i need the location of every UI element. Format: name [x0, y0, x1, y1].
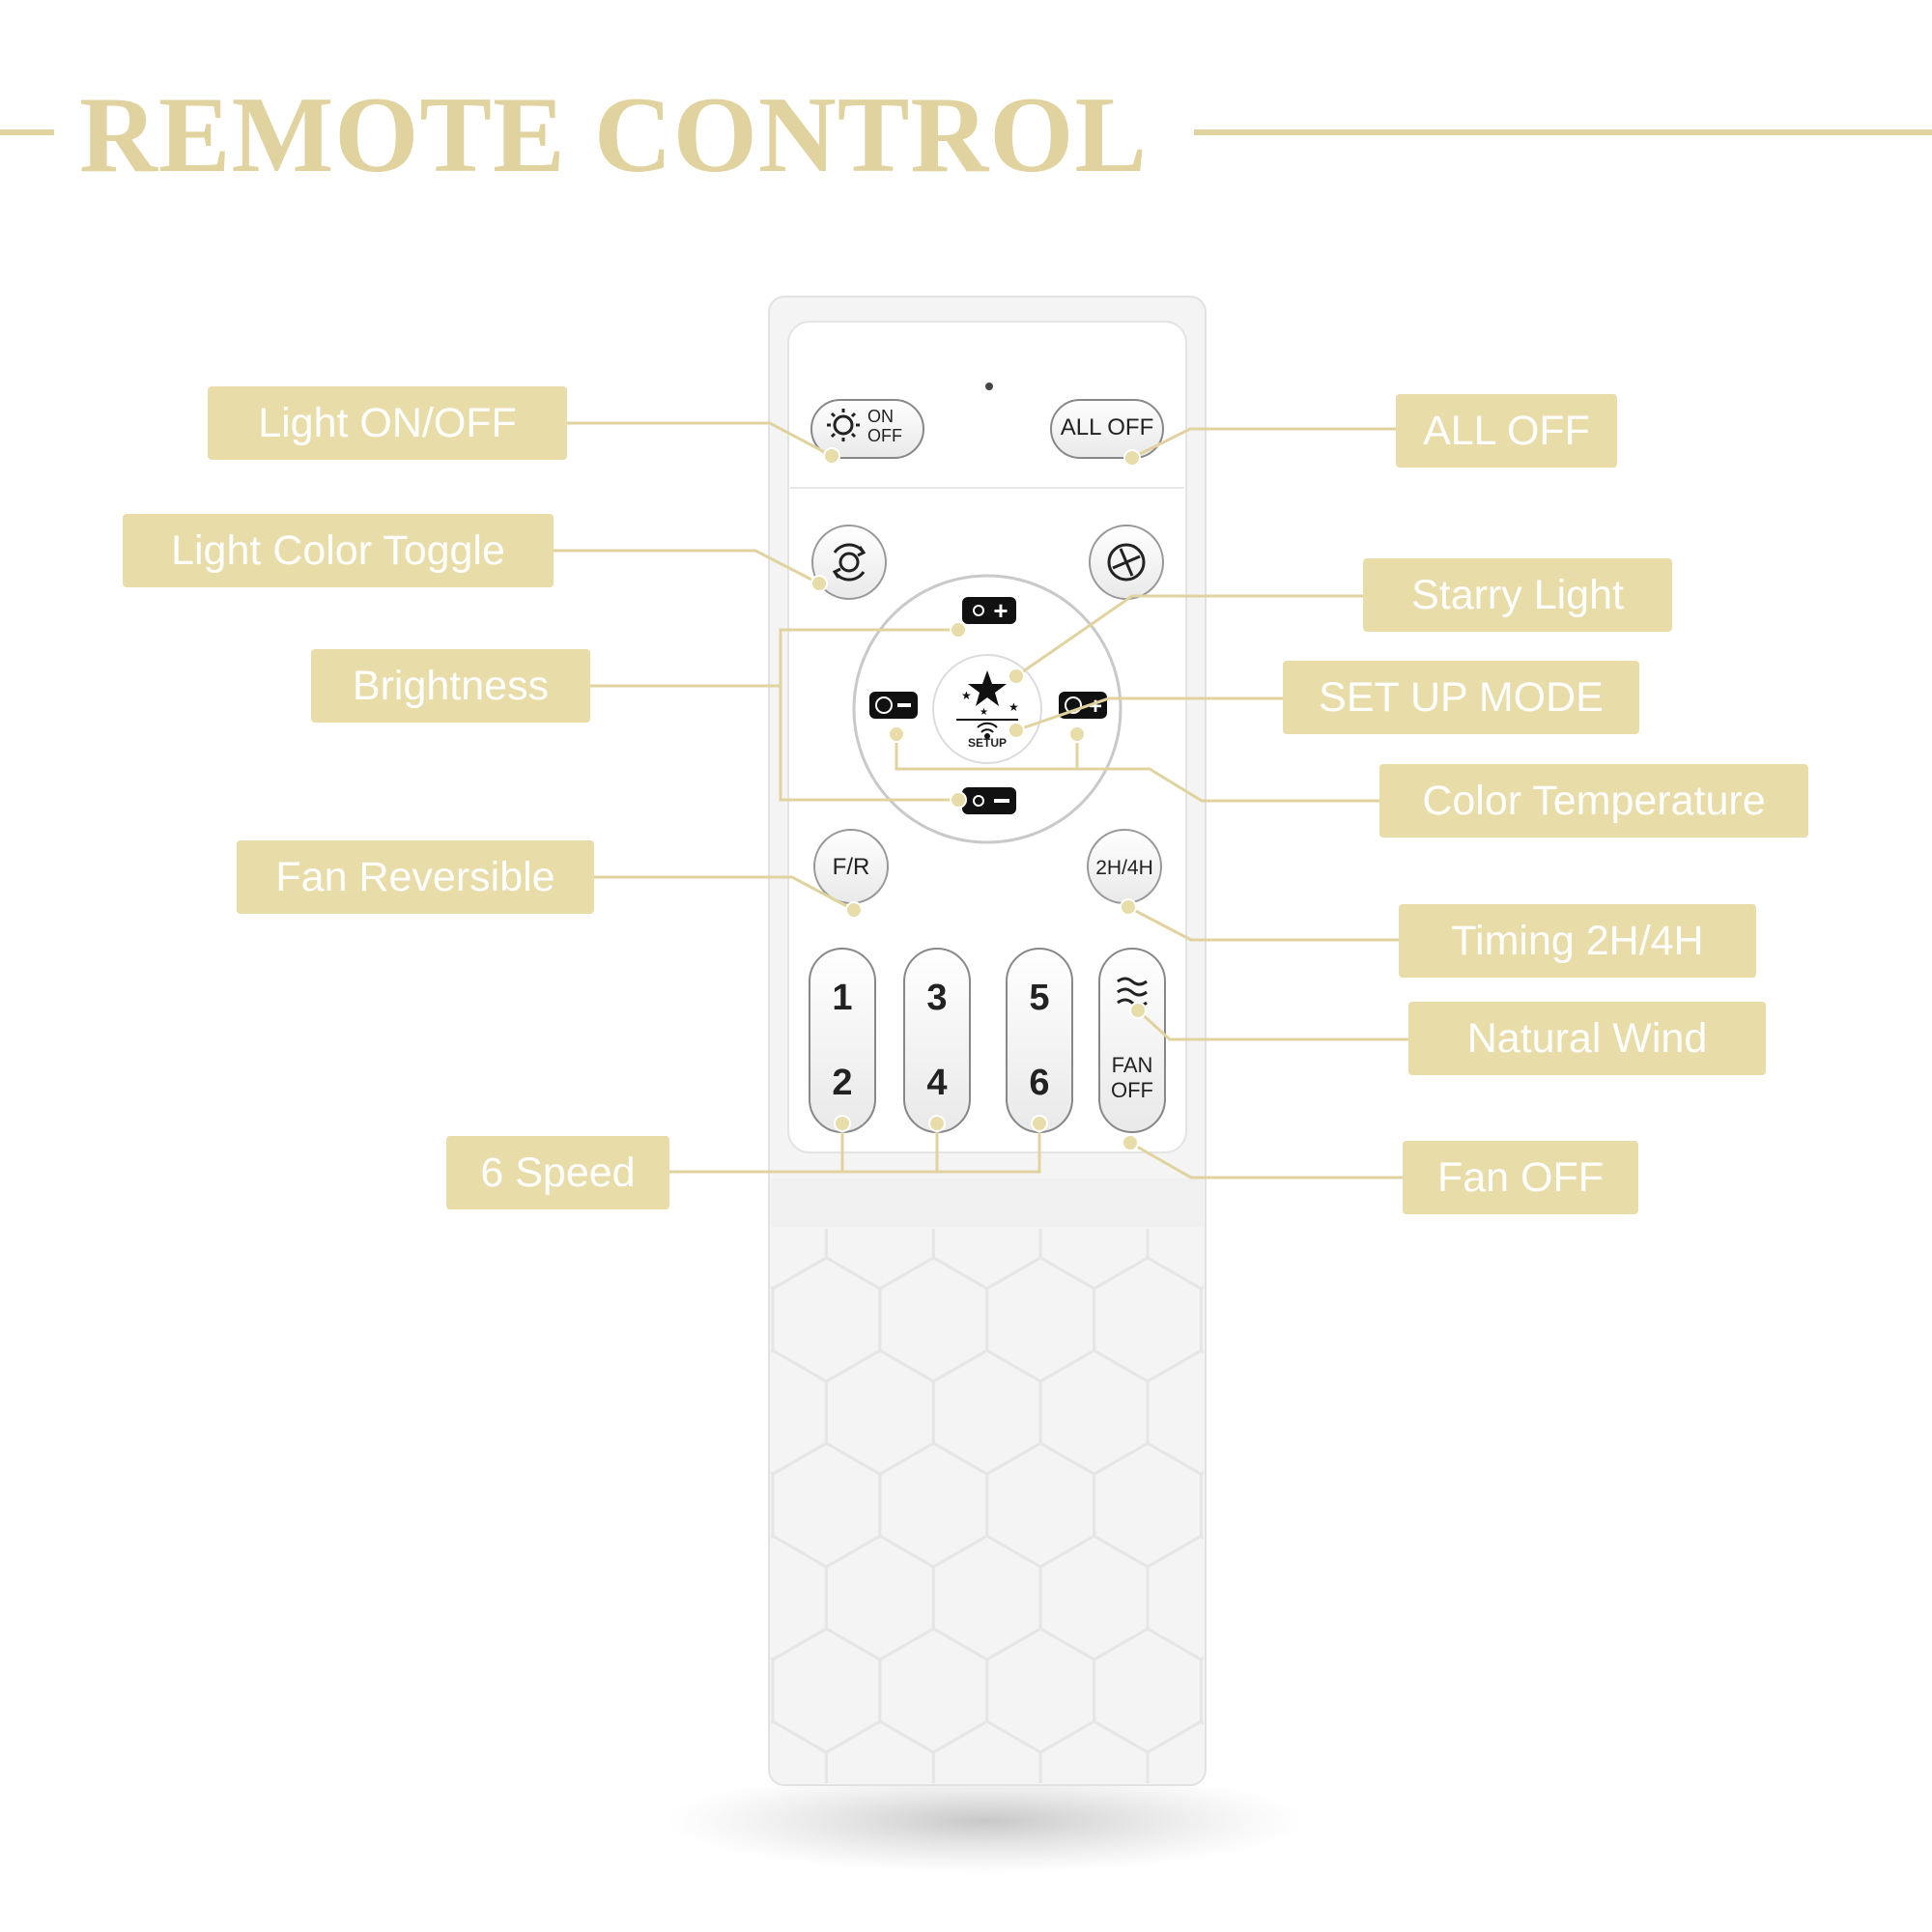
remote-shadow: [667, 1768, 1304, 1874]
led-indicator: [985, 383, 993, 390]
label-timing: Timing 2H/4H: [1399, 904, 1756, 978]
honeycomb-cell: [1146, 1719, 1204, 1783]
light-color-toggle-button[interactable]: [811, 525, 887, 600]
speed-1-2-button[interactable]: 1 2: [809, 948, 876, 1133]
honeycomb-cell: [771, 1719, 828, 1783]
plus-sign: +: [993, 596, 1008, 625]
small-star-icon: ★: [1009, 700, 1019, 714]
label-fan-off: Fan OFF: [1403, 1141, 1638, 1214]
small-star-icon: ★: [980, 707, 988, 718]
leader-lines: [554, 421, 1408, 1179]
honeycomb-cell: [824, 1719, 935, 1783]
fan-text: FAN: [1112, 1053, 1153, 1077]
fan-blade-icon: [1107, 543, 1146, 582]
timer-button[interactable]: 2H/4H: [1087, 829, 1162, 904]
label-fan-reversible: Fan Reversible: [237, 840, 594, 914]
fr-text: F/R: [833, 854, 870, 880]
all-off-text: ALL OFF: [1061, 414, 1153, 440]
off-text: OFF: [867, 426, 902, 445]
brightness-up-button[interactable]: +: [962, 596, 1016, 625]
speed-6-text: 6: [1029, 1063, 1049, 1103]
label-light-color-toggle: Light Color Toggle: [123, 514, 554, 587]
plus-sign: +: [1089, 694, 1102, 720]
page-title: REMOTE CONTROL: [79, 75, 1149, 195]
honeycomb-cell: [1038, 1719, 1150, 1783]
honeycomb-cell: [771, 1627, 775, 1754]
brightness-icon: [973, 795, 984, 807]
kelvin-icon: [875, 696, 893, 714]
all-off-button[interactable]: ALL OFF: [1050, 399, 1164, 459]
label-light-on-off: Light ON/OFF: [208, 386, 567, 460]
speed-4-text: 4: [926, 1063, 947, 1103]
label-natural-wind: Natural Wind: [1408, 1002, 1766, 1075]
honeycomb-cell: [612, 1350, 720, 1474]
natural-wind-fan-off-button[interactable]: FAN OFF: [1098, 948, 1166, 1133]
label-starry-light: Starry Light: [1363, 558, 1672, 632]
color-temp-up-button[interactable]: +: [1059, 692, 1107, 720]
honeycomb-cell: [1199, 1256, 1204, 1383]
label-color-temperature: Color Temperature: [1379, 764, 1808, 838]
wifi-icon: [977, 722, 998, 739]
small-star-icon: ★: [961, 689, 972, 702]
title-rule-right: [1194, 129, 1932, 135]
color-temp-down-button[interactable]: [869, 692, 918, 719]
timer-text: 2H/4H: [1095, 857, 1153, 879]
sun-icon: [827, 409, 860, 441]
honeycomb-cell: [931, 1719, 1042, 1783]
star-icon: [968, 670, 1007, 706]
honeycomb-cell: [612, 1536, 720, 1660]
honeycomb-cell: [771, 1441, 775, 1569]
fan-reversible-button[interactable]: F/R: [813, 829, 889, 904]
speed-1-text: 1: [832, 978, 852, 1018]
honeycomb-pattern: [612, 1229, 1204, 1783]
speed-3-text: 3: [926, 978, 947, 1018]
kelvin-icon: [1065, 696, 1082, 714]
title-rule-left: [0, 129, 54, 135]
brightness-icon: [973, 605, 984, 616]
leader-dots: [810, 447, 1147, 1151]
minus-sign: [994, 799, 1009, 803]
starry-light-setup-button[interactable]: ★ ★ ★ SETUP: [956, 670, 1019, 750]
setup-text: SETUP: [968, 736, 1007, 750]
speed-3-4-button[interactable]: 3 4: [903, 948, 971, 1133]
label-set-up-mode: SET UP MODE: [1283, 661, 1639, 734]
color-cycle-icon: [832, 543, 867, 582]
speed-5-text: 5: [1029, 978, 1049, 1018]
label-six-speed: 6 Speed: [446, 1136, 669, 1209]
honeycomb-cell: [1199, 1441, 1204, 1569]
honeycomb-cell: [771, 1256, 775, 1383]
remote-lower-band: [771, 1179, 1204, 1227]
brightness-down-button[interactable]: [962, 787, 1016, 814]
speed-2-text: 2: [832, 1063, 852, 1103]
fan-off-text: OFF: [1111, 1078, 1153, 1102]
honeycomb-cell: [1199, 1627, 1204, 1754]
light-on-off-button[interactable]: ON OFF: [810, 399, 924, 459]
label-all-off: ALL OFF: [1396, 394, 1617, 468]
speed-5-6-button[interactable]: 5 6: [1006, 948, 1073, 1133]
minus-sign: [897, 703, 911, 707]
fan-mode-button[interactable]: [1089, 525, 1164, 600]
label-brightness: Brightness: [311, 649, 590, 723]
on-text: ON: [867, 407, 894, 426]
